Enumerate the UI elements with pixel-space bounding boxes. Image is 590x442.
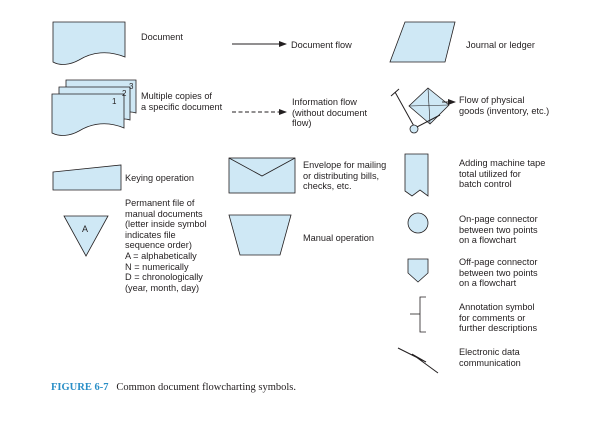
physical-goods-symbol xyxy=(390,87,450,134)
file-letter: A xyxy=(82,224,88,234)
journal-ledger-symbol xyxy=(389,21,456,63)
copy-number-3: 3 xyxy=(129,82,134,91)
adding-tape-label: Adding machine tape total utilized for b… xyxy=(459,158,546,190)
on-page-connector-label: On-page connector between two points on … xyxy=(459,214,538,246)
document-symbol xyxy=(52,21,126,65)
adding-tape-symbol xyxy=(404,153,429,197)
figure-number: FIGURE 6-7 xyxy=(51,382,109,393)
envelope-symbol xyxy=(228,157,296,194)
permanent-file-label: Permanent file of manual documents (lett… xyxy=(125,198,207,293)
manual-operation-label: Manual operation xyxy=(303,233,374,243)
permanent-file-symbol xyxy=(63,215,109,257)
electronic-data-symbol xyxy=(397,347,439,374)
physical-goods-label: Flow of physical goods (inventory, etc.) xyxy=(459,95,550,116)
keying-label: Keying operation xyxy=(125,173,194,183)
figure-caption-text: Common document flowcharting symbols. xyxy=(116,382,296,393)
off-page-connector-label: Off-page connector between two points on… xyxy=(459,257,538,289)
annotation-symbol xyxy=(410,296,426,333)
on-page-connector-symbol xyxy=(407,212,429,234)
multiple-copies-label: Multiple copies of a specific document xyxy=(141,91,223,112)
off-page-connector-symbol xyxy=(407,258,429,283)
document-label: Document xyxy=(141,32,183,42)
envelope-label: Envelope for mailing or distributing bil… xyxy=(303,160,387,192)
document-flow-label: Document flow xyxy=(291,40,352,50)
annotation-label: Annotation symbol for comments or furthe… xyxy=(459,302,538,334)
multiple-copies-symbol xyxy=(51,79,137,136)
journal-ledger-label: Journal or ledger xyxy=(466,40,535,50)
figure-caption: FIGURE 6-7 Common document flowcharting … xyxy=(51,382,296,393)
electronic-data-label: Electronic data communication xyxy=(459,347,521,368)
keying-symbol xyxy=(52,164,122,191)
copy-number-1: 1 xyxy=(112,97,117,106)
copy-number-2: 2 xyxy=(122,89,127,98)
manual-operation-symbol xyxy=(228,214,292,256)
information-flow-label: Information flow (without document flow) xyxy=(292,97,368,129)
